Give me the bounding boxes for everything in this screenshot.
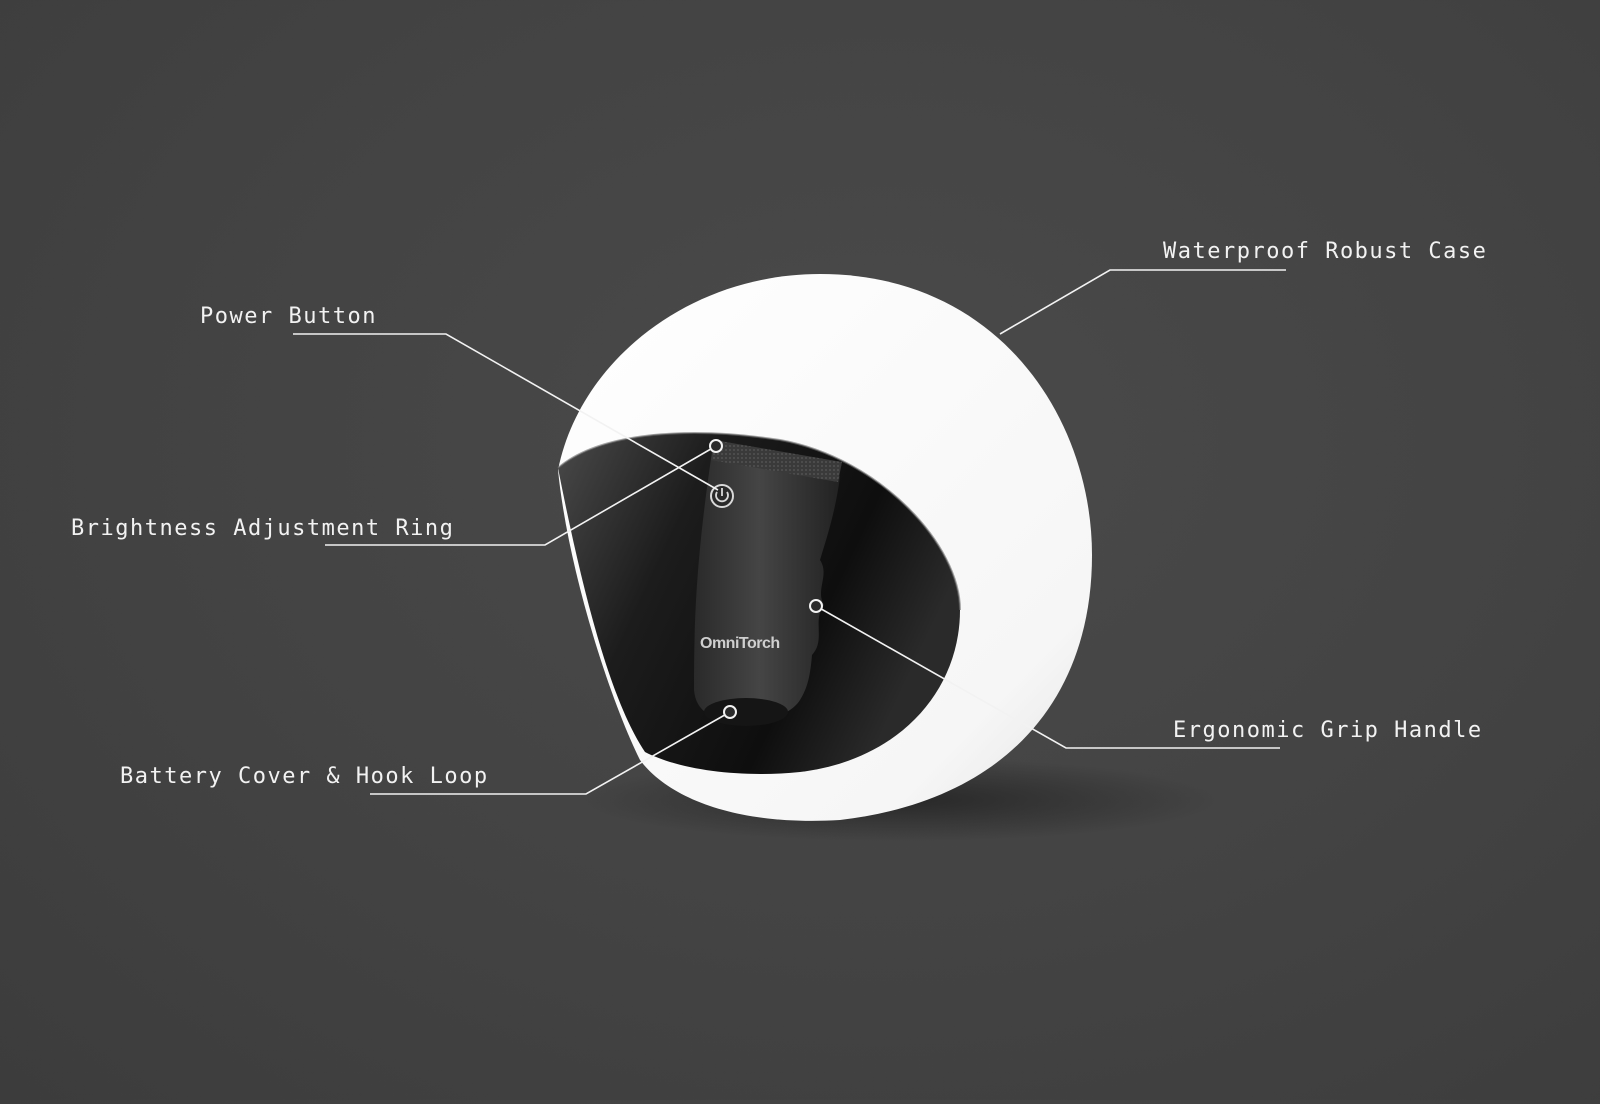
marker-grip (809, 599, 823, 613)
callout-case-label: Waterproof Robust Case (1163, 239, 1488, 264)
callout-grip-label: Ergonomic Grip Handle (1173, 718, 1483, 743)
callout-ring-label: Brightness Adjustment Ring (71, 516, 455, 541)
brightness-ring (711, 440, 842, 482)
leader-line-battery (370, 711, 731, 795)
leader-line-power (293, 333, 719, 491)
marker-ring (709, 439, 723, 453)
leader-line-case (999, 269, 1286, 335)
torch-brand-text: OmniTorch (700, 635, 780, 652)
callout-battery-label: Battery Cover & Hook Loop (120, 764, 489, 789)
cavity-rim (557, 432, 961, 611)
battery-cap (704, 698, 788, 726)
leader-line-grip (815, 605, 1280, 749)
marker-battery (723, 705, 737, 719)
leader-line-ring (325, 445, 717, 546)
torch-body (694, 452, 840, 723)
power-button-icon (710, 484, 734, 508)
callout-power-label: Power Button (200, 304, 377, 329)
